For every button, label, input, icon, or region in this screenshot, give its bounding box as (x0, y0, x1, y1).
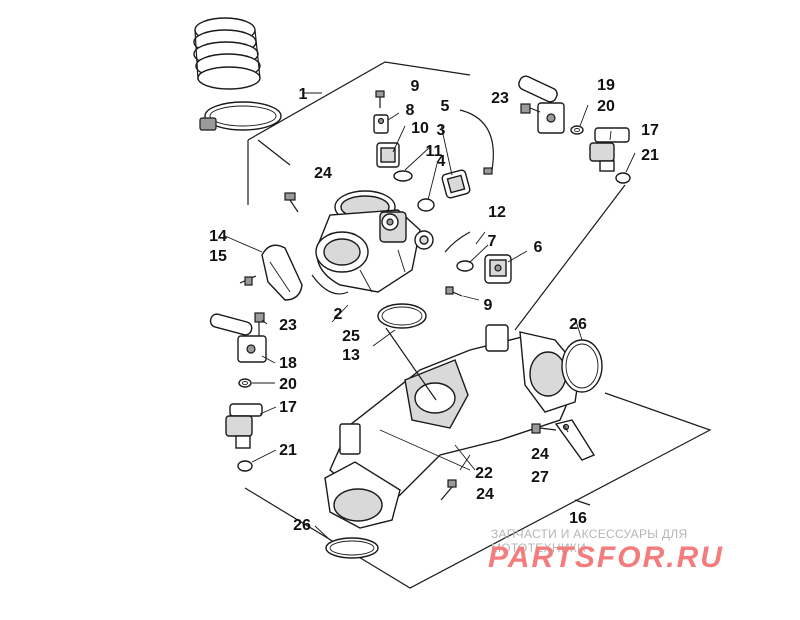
callout-2: 2 (334, 306, 343, 323)
callout-1: 1 (299, 86, 308, 103)
callout-26b: 26 (293, 517, 311, 534)
wire-harness-25 (311, 274, 349, 295)
intake-manifold (324, 324, 581, 529)
screw-23-left (254, 312, 265, 338)
sensor-3 (441, 169, 471, 199)
o-ring-7 (456, 260, 474, 272)
callout-20b: 20 (279, 376, 297, 393)
callout-25: 25 (342, 328, 360, 345)
callout-16: 16 (569, 510, 587, 527)
callout-4: 4 (437, 153, 446, 170)
o-ring-26-bottom (325, 537, 379, 559)
screw-23-top (520, 103, 541, 114)
callout-24c: 24 (531, 446, 549, 463)
hose-clamp (199, 101, 282, 131)
callout-21a: 21 (641, 147, 659, 164)
bracket-27 (554, 419, 596, 461)
callout-3: 3 (437, 122, 446, 139)
callout-6: 6 (534, 239, 543, 256)
callout-18: 18 (279, 355, 297, 372)
sensor-cover (261, 244, 303, 301)
screw-5 (459, 109, 494, 175)
leader-21-top-to-16 (514, 184, 626, 331)
screw-24-top (284, 192, 299, 213)
bracket-8 (373, 114, 389, 134)
fuel-rail-19 (518, 75, 565, 134)
o-ring-4 (417, 198, 435, 212)
watermark-caption: ЗАПЧАСТИ И АКСЕССУАРЫ ДЛЯ МОТОТЕХНИКИ (491, 527, 688, 555)
callout-17b: 17 (279, 399, 297, 416)
callout-10: 10 (411, 120, 429, 137)
throttle-body (315, 190, 434, 293)
callout-5: 5 (441, 98, 450, 115)
callout-23b: 23 (279, 317, 297, 334)
screw-15 (239, 275, 257, 286)
callout-22: 22 (475, 465, 493, 482)
screw-9-top (375, 90, 385, 108)
o-ring-13 (377, 303, 427, 329)
injector-17-top (589, 127, 630, 172)
callout-24a: 24 (314, 165, 332, 182)
callout-9b: 9 (484, 297, 493, 314)
sensor-6 (484, 254, 512, 284)
callout-11: 11 (426, 143, 443, 160)
callout-23a: 23 (491, 90, 509, 107)
callout-8: 8 (406, 102, 415, 119)
callout-21b: 21 (279, 442, 297, 459)
washer-20-left (238, 378, 252, 388)
o-ring-26-right (561, 339, 603, 393)
callout-17a: 17 (641, 122, 659, 139)
watermark-logo: PARTSFOR.RU (488, 541, 724, 574)
callout-7: 7 (488, 233, 497, 250)
screw-9-bottom (445, 286, 463, 297)
sensor-10 (376, 142, 400, 168)
intake-boot (193, 17, 261, 90)
callout-24b: 24 (476, 486, 494, 503)
callout-20a: 20 (597, 98, 615, 115)
injector-17-left (225, 403, 263, 449)
callout-12: 12 (488, 204, 506, 221)
callout-13: 13 (342, 347, 360, 364)
o-ring-21-top (615, 172, 631, 184)
o-ring-21-left (237, 460, 253, 472)
leader-13-to-16 (385, 327, 437, 401)
callout-27: 27 (531, 469, 549, 486)
callout-19: 19 (597, 77, 615, 94)
o-ring-11 (393, 170, 413, 182)
callout-leaders (224, 92, 636, 541)
callout-9a: 9 (411, 78, 420, 95)
washer-20-top (570, 125, 584, 135)
wire-12 (444, 231, 471, 253)
callout-26a: 26 (569, 316, 587, 333)
callout-15: 15 (209, 248, 227, 265)
callout-14: 14 (209, 228, 227, 245)
fuel-rail-18 (209, 313, 267, 363)
callout-labels: 1 2 3 4 5 6 7 8 9 9 10 11 12 13 14 15 16… (209, 77, 659, 534)
screw-24-bottom (440, 479, 457, 501)
screw-24-right (531, 423, 557, 434)
assembly-1-outline (247, 61, 471, 205)
